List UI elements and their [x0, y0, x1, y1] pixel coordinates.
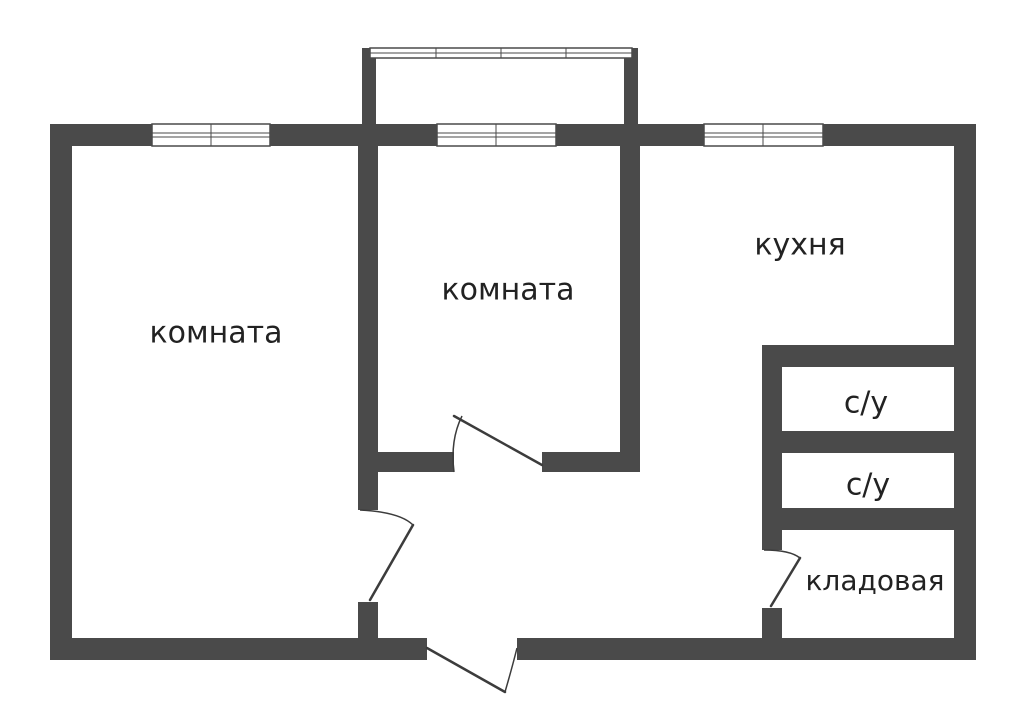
balcony-wall-right	[624, 48, 638, 126]
outer-wall-top-4	[823, 124, 976, 146]
outer-wall-top-2	[270, 124, 437, 146]
outer-wall-bottom-1	[50, 638, 427, 660]
entrance-door	[425, 646, 518, 694]
room-left-label: комната	[150, 316, 283, 351]
left-room-window	[151, 123, 271, 147]
outer-wall-top-3	[556, 124, 704, 146]
storage-wall-stub	[762, 608, 782, 640]
bath-block-top	[762, 345, 956, 367]
storage-door	[763, 549, 802, 608]
storage-label: кладовая	[806, 564, 945, 597]
outer-wall-bottom-2	[517, 638, 976, 660]
kitchen-label: кухня	[754, 228, 845, 263]
walls	[50, 48, 976, 660]
outer-wall-top-1	[50, 124, 152, 146]
bathroom-1-label: с/у	[844, 386, 888, 421]
partition-left-middle-lower	[358, 602, 378, 640]
middle-room-window	[436, 123, 557, 147]
middle-room-door	[452, 414, 544, 473]
bath-divider-1	[762, 431, 956, 453]
outer-wall-left	[50, 124, 72, 660]
balcony-window	[369, 47, 633, 59]
middle-room-bottom-left	[358, 452, 454, 472]
middle-room-bottom-right	[542, 452, 640, 472]
left-room-door	[359, 509, 415, 602]
middle-room-right	[620, 146, 640, 472]
room-middle-label: комната	[442, 273, 575, 308]
balcony-wall-left	[362, 48, 376, 126]
partition-left-middle	[358, 146, 378, 510]
windows	[151, 47, 824, 147]
bathroom-2-label: с/у	[846, 468, 890, 503]
bath-divider-2	[762, 508, 956, 530]
room-labels: комната комната кухня с/у с/у кладовая	[150, 228, 945, 598]
doors	[359, 414, 802, 694]
outer-wall-right	[954, 124, 976, 660]
kitchen-window	[703, 123, 824, 147]
